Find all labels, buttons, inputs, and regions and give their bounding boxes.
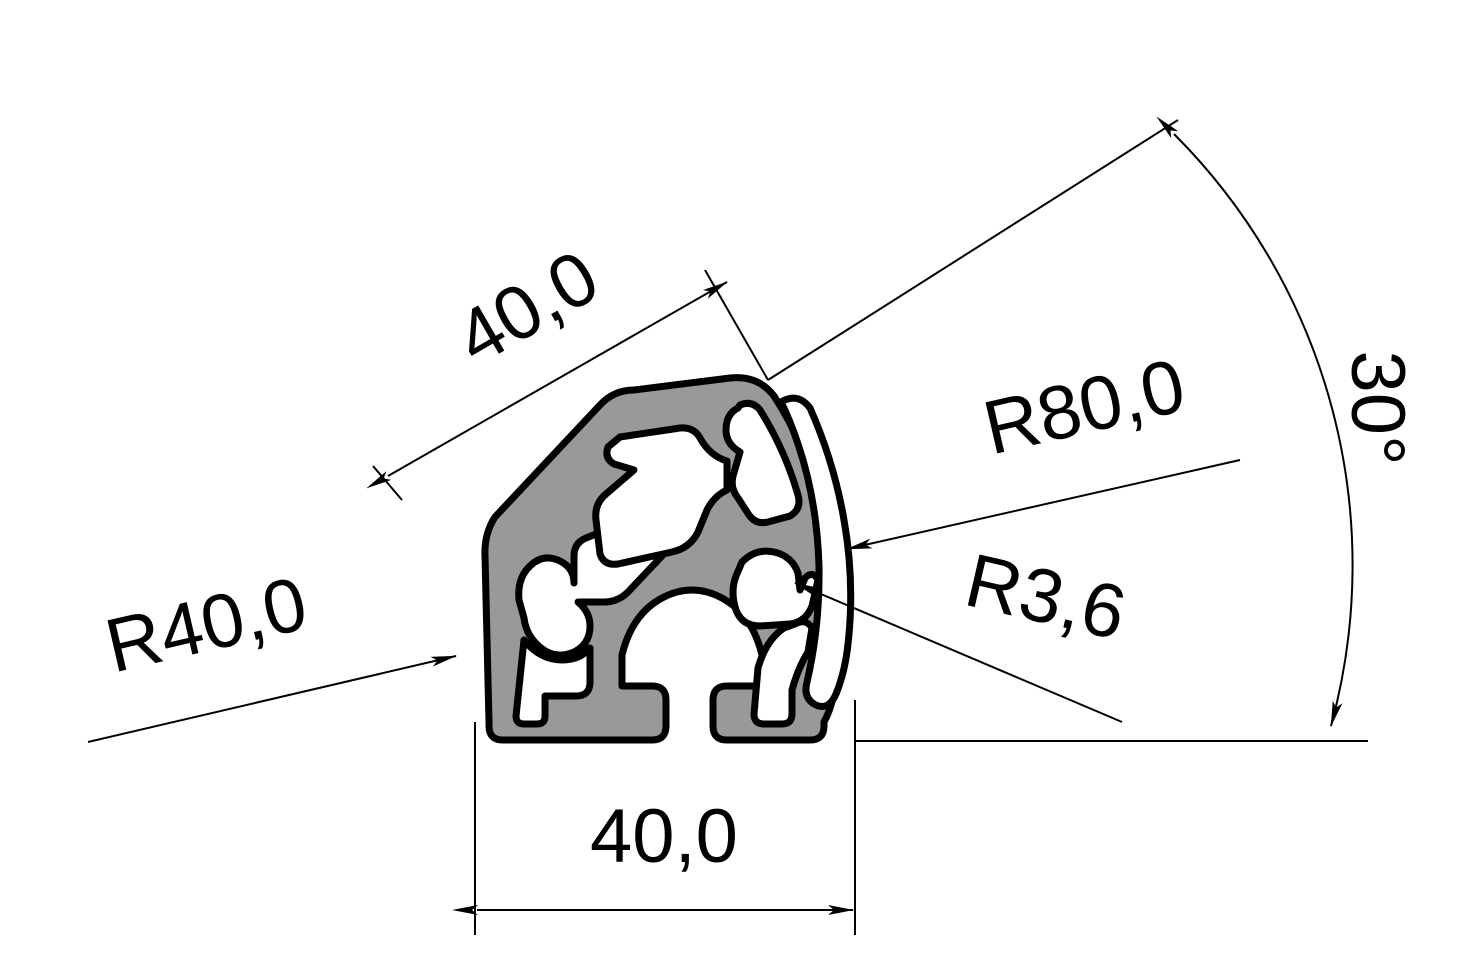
angle-ray-inclined	[767, 119, 1179, 381]
cavity-lower-left	[512, 636, 594, 728]
leader-line	[87, 655, 457, 743]
dimension-label-width-angled: 40,0	[442, 234, 613, 382]
angle-arc	[1156, 116, 1354, 727]
dimension-radius-left: R40,0	[87, 561, 457, 743]
dimension-width-bottom: 40,0	[452, 700, 856, 935]
leader-line	[794, 582, 1123, 723]
dimension-radius-outer: R80,0	[846, 343, 1241, 550]
cavity-lower-right	[750, 618, 816, 728]
dimension-label-angle: 30°	[1335, 351, 1420, 466]
dimension-label-width-bottom: 40,0	[590, 794, 738, 879]
dimension-angle-30: 30°	[767, 116, 1420, 742]
dimension-line	[366, 281, 728, 489]
dimension-label-radius-outer: R80,0	[976, 343, 1193, 471]
leader-line	[846, 459, 1241, 550]
dimension-label-radius-left: R40,0	[98, 561, 315, 689]
cavity-outer-arc-channel	[777, 394, 855, 710]
profile-cross-section	[481, 374, 855, 744]
dimension-label-radius-fillet: R3,6	[958, 538, 1134, 657]
extension-line-right	[704, 269, 769, 381]
